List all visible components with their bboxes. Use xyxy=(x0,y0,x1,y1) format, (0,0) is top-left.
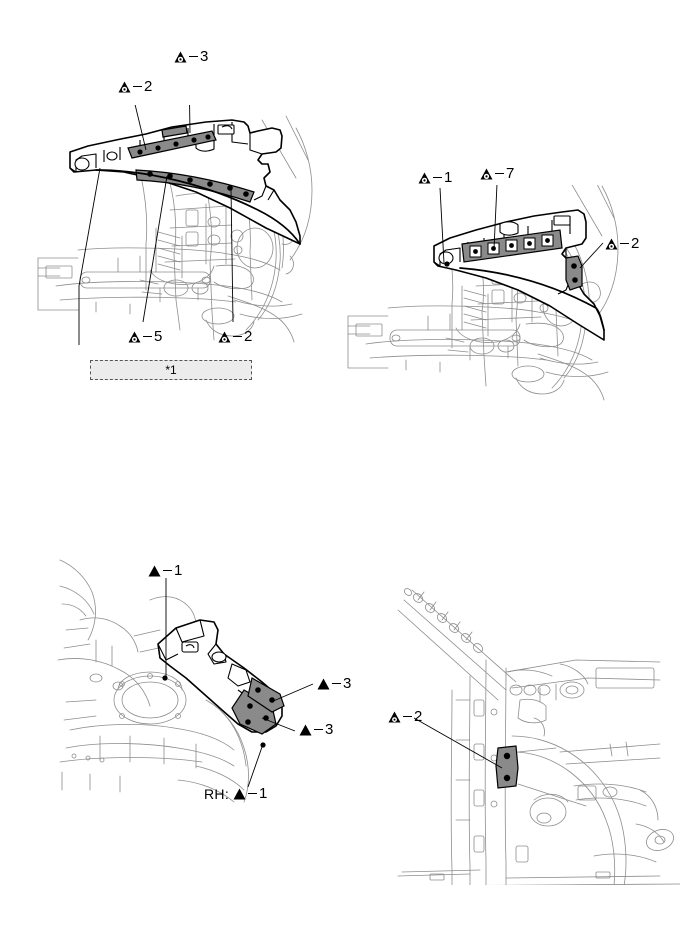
figure-top-right-artwork xyxy=(347,185,619,401)
callout-bottom-left-3a[interactable]: 3 xyxy=(317,676,351,691)
callout-number: 7 xyxy=(506,165,515,182)
callout-dash xyxy=(332,682,341,685)
callout-number: 2 xyxy=(244,328,253,345)
callout-number: 2 xyxy=(144,78,153,95)
callout-prefix-rh: RH: xyxy=(204,785,230,802)
callout-number: 5 xyxy=(154,328,163,345)
callout-dash xyxy=(433,176,442,179)
callout-top-right-1[interactable]: 1 xyxy=(418,170,452,185)
callout-number: 2 xyxy=(414,708,423,725)
callout-top-left-5[interactable]: 5 xyxy=(128,329,162,344)
callout-bottom-left-rh-1[interactable]: RH: 1 xyxy=(204,786,267,801)
callout-dash xyxy=(403,715,412,718)
callout-dash xyxy=(189,55,198,58)
callout-dash xyxy=(143,335,152,338)
triangle-circle-icon xyxy=(128,331,141,343)
callout-dash xyxy=(314,728,323,731)
triangle-circle-icon xyxy=(118,81,131,93)
callout-top-left-2b[interactable]: 2 xyxy=(218,329,252,344)
callout-number: 3 xyxy=(343,675,352,692)
figure-bottom-left-artwork xyxy=(57,559,314,803)
figure-bottom-right-artwork xyxy=(397,588,680,885)
callout-dash xyxy=(495,172,504,175)
callout-top-left-3[interactable]: 3 xyxy=(174,49,208,64)
callout-dash xyxy=(133,85,142,88)
callout-top-right-2[interactable]: 2 xyxy=(605,236,639,251)
callout-bottom-left-3b[interactable]: 3 xyxy=(299,722,333,737)
callout-number: 1 xyxy=(174,562,183,579)
triangle-circle-icon xyxy=(480,168,493,180)
triangle-circle-icon xyxy=(174,51,187,63)
callout-number: 3 xyxy=(325,721,334,738)
callout-bottom-left-1[interactable]: 1 xyxy=(148,563,182,578)
triangle-solid-icon xyxy=(148,565,161,577)
note-box-star-1: *1 xyxy=(90,360,252,380)
callout-number: 3 xyxy=(200,48,209,65)
triangle-circle-icon xyxy=(418,172,431,184)
callout-top-right-7[interactable]: 7 xyxy=(480,166,514,181)
triangle-solid-icon xyxy=(317,678,330,690)
callout-dash xyxy=(233,335,242,338)
callout-bottom-right-2[interactable]: 2 xyxy=(388,709,422,724)
callout-number: 2 xyxy=(631,235,640,252)
figure-top-left-artwork xyxy=(37,105,313,345)
triangle-solid-icon xyxy=(299,724,312,736)
callout-number: 1 xyxy=(444,169,453,186)
triangle-circle-icon xyxy=(605,238,618,250)
callout-number: 1 xyxy=(259,785,268,802)
callout-dash xyxy=(620,242,629,245)
note-text: *1 xyxy=(165,363,177,377)
callout-top-left-2[interactable]: 2 xyxy=(118,79,152,94)
triangle-solid-icon xyxy=(233,788,246,800)
triangle-circle-icon xyxy=(388,711,401,723)
triangle-circle-icon xyxy=(218,331,231,343)
callout-dash xyxy=(248,792,258,795)
callout-dash xyxy=(163,569,172,572)
